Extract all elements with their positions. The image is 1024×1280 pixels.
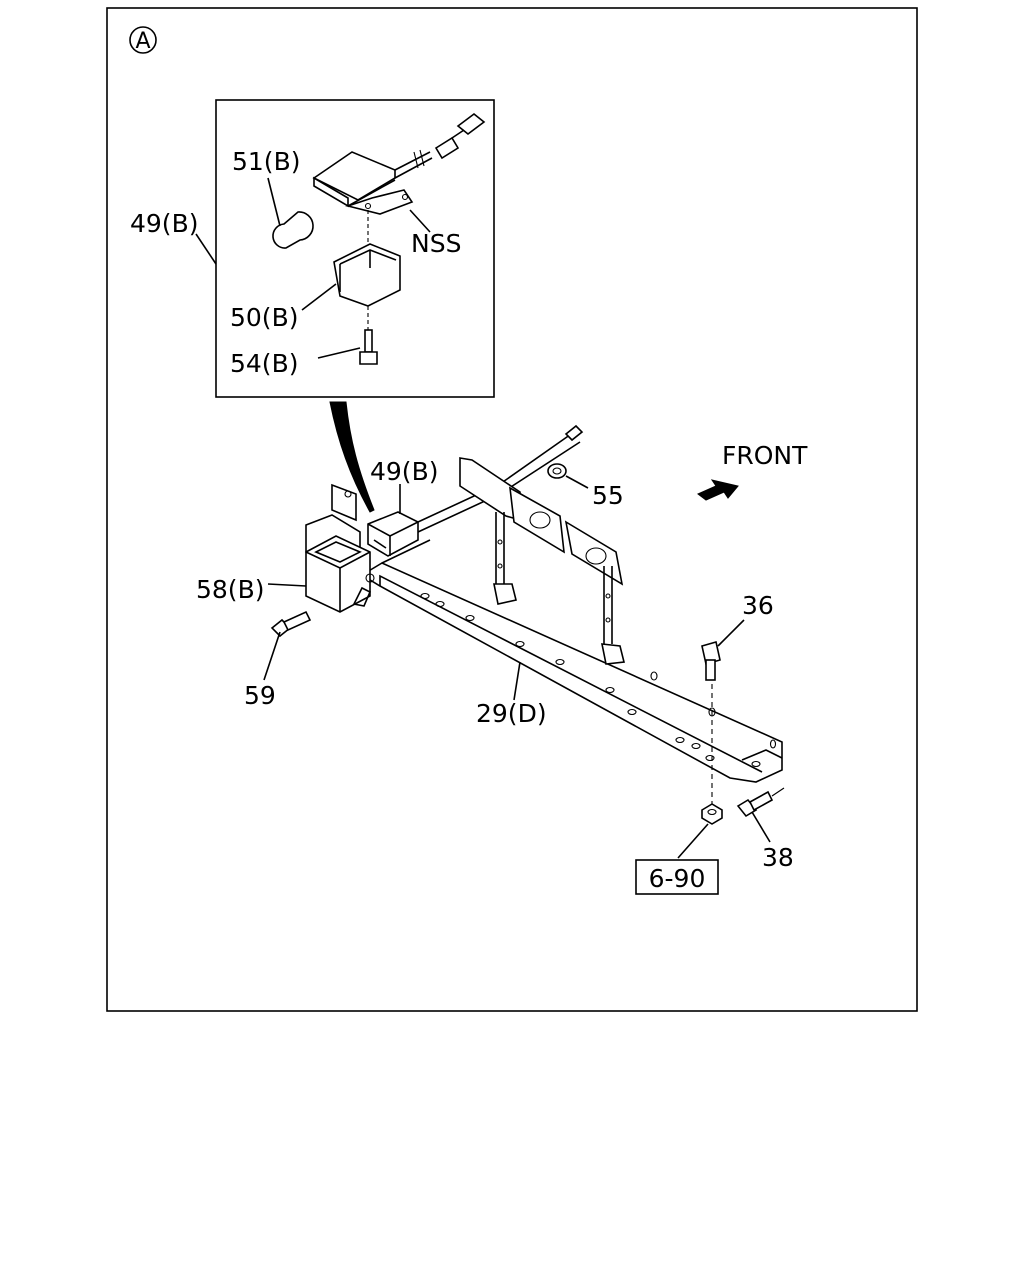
callout-bolt-38: 38 (762, 843, 794, 872)
callout-lamp-screw: 54(B) (230, 349, 298, 378)
callout-bracket: 29(D) (476, 699, 547, 728)
callout-lens: 50(B) (230, 303, 298, 332)
callout-nss: NSS (411, 229, 461, 258)
bolt-38-icon (736, 790, 774, 818)
bolt-59-icon (270, 610, 312, 638)
callout-bulb: 51(B) (232, 147, 300, 176)
callout-bolt-36: 36 (742, 591, 774, 620)
lens-icon (333, 243, 401, 307)
nut-icon (547, 463, 567, 479)
inset-detail-box (215, 99, 495, 398)
front-label: FRONT (722, 441, 808, 470)
figure-reference-box[interactable]: 6-90 (635, 859, 719, 895)
main-assembly-drawing (270, 424, 785, 825)
inset-lamp-drawing (272, 112, 486, 365)
screw-icon (359, 329, 378, 365)
main-leaders (263, 475, 771, 859)
front-direction-arrow (697, 479, 739, 501)
callout-bolt-59: 59 (244, 681, 276, 710)
callout-nut-55: 55 (592, 481, 624, 510)
callout-lamp-assembly: 49(B) (370, 457, 438, 486)
view-marker-label: A (135, 29, 150, 54)
view-marker: A (129, 26, 157, 54)
inset-leaders (195, 177, 431, 359)
figure-reference-label: 6-90 (649, 864, 706, 893)
callout-lamp-assembly-inset: 49(B) (130, 209, 198, 238)
bulb-icon (272, 211, 314, 249)
bolt-36-icon (701, 640, 721, 681)
diagram-frame (106, 7, 918, 1012)
flange-nut-icon (701, 803, 723, 825)
callout-lamp-housing: 58(B) (196, 575, 264, 604)
detail-pointer-arrow (329, 401, 375, 513)
